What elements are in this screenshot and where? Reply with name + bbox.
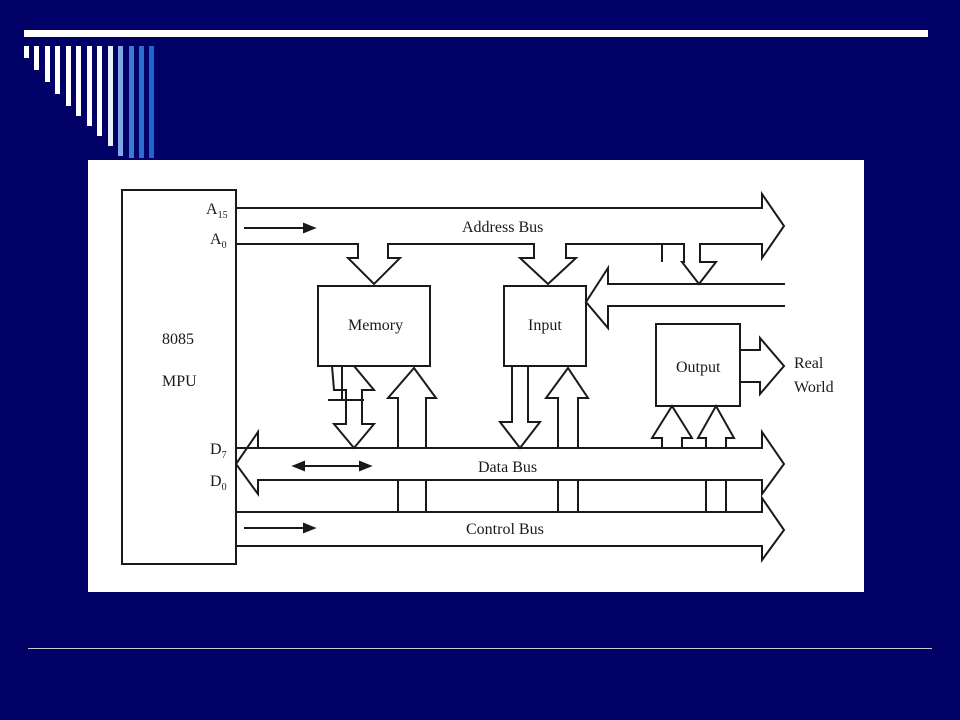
memory-control-arrow (385, 366, 438, 448)
address-bus-label: Address Bus (462, 219, 543, 236)
data-direction-arrow-head-right (359, 460, 373, 472)
input-control-arrow (544, 366, 590, 448)
deco-bar (139, 46, 144, 158)
input-data-arrow (497, 366, 543, 450)
microprocessor-bus-diagram: 8085 MPU A15 A0 D7 D0 Address Bus Data B… (88, 160, 864, 592)
deco-bar (97, 46, 102, 136)
deco-bar (34, 46, 39, 70)
output-real-world-arrow (740, 335, 786, 397)
input-label: Input (528, 317, 562, 334)
control-direction-arrow-head (303, 522, 317, 534)
input-block (503, 285, 587, 367)
output-address-feed (661, 243, 682, 262)
control-bus-arrow (236, 494, 786, 564)
deco-bar (118, 46, 123, 156)
deco-bar (108, 46, 113, 146)
deco-bar (55, 46, 60, 94)
data-bus-label: Data Bus (478, 459, 537, 476)
real-world-label-line1: Real (794, 355, 824, 372)
output-data-arrow-left (650, 404, 694, 448)
control-bus-label: Control Bus (466, 521, 544, 538)
deco-bar (149, 46, 154, 158)
deco-bar (76, 46, 81, 116)
data-direction-arrow-head-left (291, 460, 305, 472)
memory-block (317, 285, 431, 367)
deco-bar (87, 46, 92, 126)
control-tap-memory (397, 480, 427, 512)
address-bus-arrow (236, 190, 786, 286)
deco-bar (45, 46, 50, 82)
deco-bar (66, 46, 71, 106)
control-tap-output (705, 480, 727, 512)
memory-bidirectional-arrow (328, 365, 377, 450)
data-bus-arrow (234, 428, 786, 498)
mpu-block (121, 189, 237, 565)
pin-a15-label: A15 (206, 201, 228, 221)
pin-d0-label: D0 (210, 473, 227, 493)
real-world-input-arrow (584, 264, 785, 331)
address-direction-arrow-head (303, 222, 317, 234)
real-world-label-line2: World (794, 379, 834, 396)
control-tap-input (557, 480, 579, 512)
pin-d7-label: D7 (210, 441, 227, 461)
top-rule (24, 30, 928, 37)
mpu-label-line1: 8085 (162, 331, 194, 348)
output-block (655, 323, 741, 407)
deco-bar (24, 46, 29, 58)
output-label: Output (676, 359, 721, 376)
pin-a0-label: A0 (210, 231, 227, 251)
deco-bar (129, 46, 134, 158)
diagram-svg: 8085 MPU A15 A0 D7 D0 Address Bus Data B… (121, 189, 834, 565)
output-data-arrow-right (696, 403, 736, 448)
mpu-label-line2: MPU (162, 373, 197, 390)
bottom-rule (28, 648, 932, 649)
memory-label: Memory (348, 317, 403, 334)
